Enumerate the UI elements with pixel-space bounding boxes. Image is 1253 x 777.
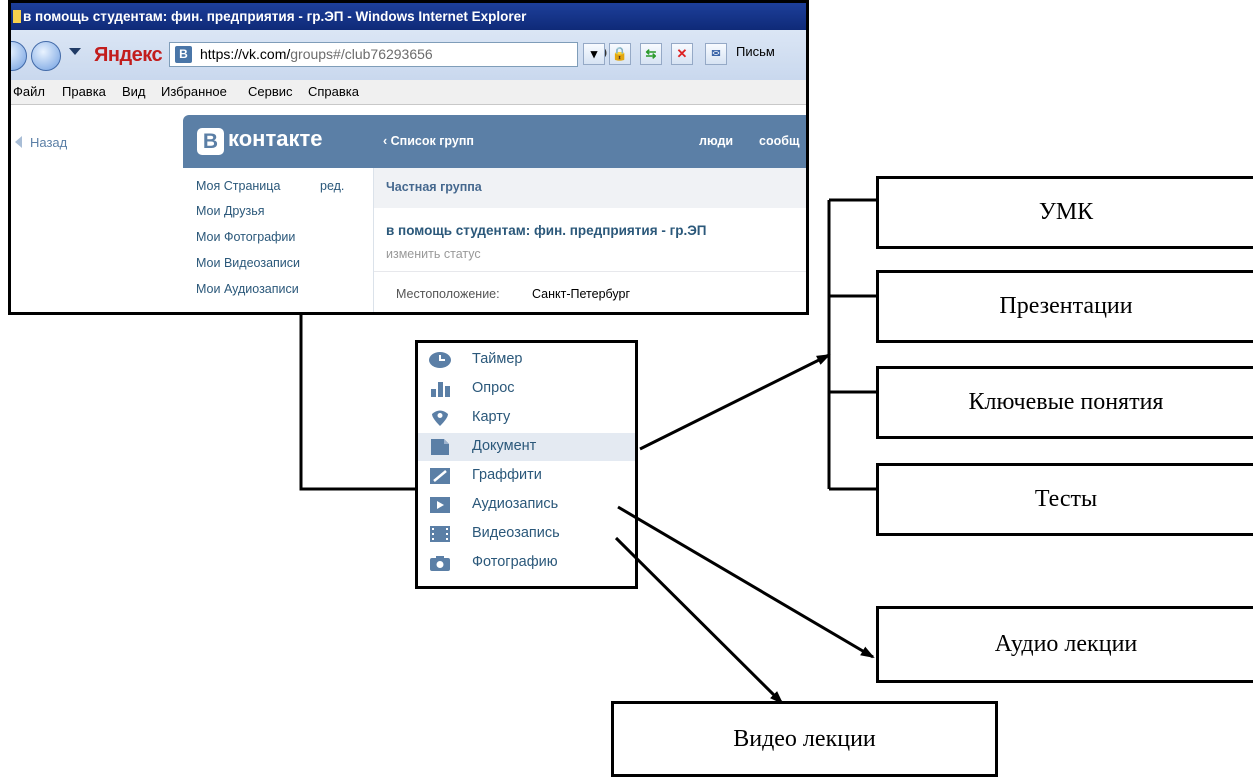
attach-item-label: Аудиозапись bbox=[472, 496, 559, 512]
attach-item-label: Опрос bbox=[472, 380, 515, 396]
address-dropdown-icon[interactable]: ▾ bbox=[583, 43, 605, 65]
attach-item-poll[interactable]: Опрос bbox=[418, 375, 635, 403]
box-tests: Тесты bbox=[876, 463, 1253, 536]
box-video-lectures: Видео лекции bbox=[611, 701, 998, 777]
back-arrow-icon bbox=[15, 136, 22, 148]
browser-to-menu-line bbox=[299, 315, 415, 491]
mail-icon[interactable]: ✉ bbox=[705, 43, 727, 65]
attach-item-graffiti[interactable]: Граффити bbox=[418, 462, 635, 490]
attach-menu: Таймер Опрос Карту Документ Граффити Ауд… bbox=[415, 340, 638, 589]
left-menu-videos[interactable]: Мои Видеозаписи bbox=[196, 256, 301, 270]
menu-favorites[interactable]: Избранное bbox=[161, 84, 227, 99]
edit-link[interactable]: ред. bbox=[320, 179, 345, 193]
private-group-label: Частная группа bbox=[386, 180, 482, 194]
attach-item-audio[interactable]: Аудиозапись bbox=[418, 491, 635, 519]
menu-file[interactable]: Файл bbox=[13, 84, 45, 99]
communities-link[interactable]: сообщ bbox=[759, 134, 800, 148]
left-menu-friends[interactable]: Мои Друзья bbox=[196, 204, 265, 218]
audio-icon bbox=[430, 497, 450, 513]
window-title: в помощь студентам: фин. предприятия - г… bbox=[23, 9, 527, 24]
attach-item-label: Видеозапись bbox=[472, 525, 560, 541]
url-host: https://vk.com/ bbox=[200, 46, 291, 62]
mail-tab[interactable]: Письм bbox=[736, 44, 775, 59]
people-link[interactable]: люди bbox=[699, 134, 734, 148]
menu-help[interactable]: Справка bbox=[308, 84, 359, 99]
back-label: Назад bbox=[30, 135, 68, 150]
attach-item-timer[interactable]: Таймер bbox=[418, 346, 635, 374]
attach-item-label: Карту bbox=[472, 409, 511, 425]
attach-item-label: Граффити bbox=[472, 467, 542, 483]
browser-window: в помощь студентам: фин. предприятия - г… bbox=[8, 0, 809, 315]
divider bbox=[374, 271, 806, 272]
private-group-bar: Частная группа bbox=[374, 168, 806, 208]
menu-view[interactable]: Вид bbox=[122, 84, 146, 99]
url-path: groups#/club76293656 bbox=[290, 46, 433, 62]
forward-nav-icon[interactable] bbox=[31, 41, 61, 71]
vk-favicon-icon: B bbox=[175, 46, 192, 63]
yandex-logo: Яндекс bbox=[94, 44, 163, 66]
refresh-icon[interactable]: ⇆ bbox=[640, 43, 662, 65]
attach-item-map[interactable]: Карту bbox=[418, 404, 635, 432]
url-text[interactable]: https://vk.com/groups#/club76293656 bbox=[200, 46, 433, 62]
camera-icon bbox=[430, 556, 450, 571]
lock-icon[interactable]: 🔒 bbox=[609, 43, 631, 65]
nav-dropdown-icon[interactable] bbox=[69, 48, 81, 55]
location-label: Местоположение: bbox=[396, 287, 500, 301]
vk-logo-icon: B bbox=[197, 128, 224, 155]
stop-icon[interactable]: ✕ bbox=[671, 43, 693, 65]
back-link[interactable]: Назад bbox=[15, 135, 67, 150]
map-pin-icon bbox=[432, 410, 448, 426]
box-presentations: Презентации bbox=[876, 270, 1253, 343]
address-bar[interactable]: B https://vk.com/groups#/club76293656 bbox=[169, 42, 607, 67]
attach-item-label: Документ bbox=[472, 438, 537, 454]
groups-list-link[interactable]: ‹ Список групп bbox=[383, 134, 474, 148]
graffiti-icon bbox=[430, 468, 450, 484]
audio-arrow bbox=[617, 505, 875, 659]
menu-tools[interactable]: Сервис bbox=[248, 84, 293, 99]
box-key-concepts: Ключевые понятия bbox=[876, 366, 1253, 439]
attach-item-video[interactable]: Видеозапись bbox=[418, 520, 635, 548]
left-menu-my-page[interactable]: Моя Страница bbox=[196, 179, 281, 193]
box-audio-lectures: Аудио лекции bbox=[876, 606, 1253, 683]
window-titlebar: в помощь студентам: фин. предприятия - г… bbox=[11, 3, 806, 30]
left-menu-audio[interactable]: Мои Аудиозаписи bbox=[196, 282, 299, 296]
vk-logo-text: контакте bbox=[228, 126, 323, 151]
clock-icon bbox=[429, 352, 451, 368]
document-icon bbox=[431, 439, 449, 455]
video-icon bbox=[430, 526, 450, 542]
menu-edit[interactable]: Правка bbox=[62, 84, 106, 99]
poll-icon bbox=[431, 382, 450, 397]
location-value[interactable]: Санкт-Петербург bbox=[532, 287, 631, 301]
address-toolbar: Яндекс B https://vk.com/groups#/club7629… bbox=[11, 30, 806, 80]
left-menu-photos[interactable]: Мои Фотографии bbox=[196, 230, 296, 244]
attach-item-label: Фотографию bbox=[472, 554, 558, 570]
box-umk: УМК bbox=[876, 176, 1253, 249]
divider bbox=[373, 168, 374, 312]
attach-item-document[interactable]: Документ bbox=[418, 433, 635, 461]
attach-item-label: Таймер bbox=[472, 351, 523, 367]
change-status-link[interactable]: изменить статус bbox=[386, 247, 481, 261]
video-arrow bbox=[614, 536, 784, 705]
attach-item-photo[interactable]: Фотографию bbox=[418, 549, 635, 577]
document-arrow bbox=[639, 353, 831, 451]
ie-icon bbox=[13, 10, 21, 23]
menu-bar: Файл Правка Вид Избранное Сервис Справка bbox=[11, 80, 806, 105]
group-title: в помощь студентам: фин. предприятия - г… bbox=[386, 223, 707, 238]
